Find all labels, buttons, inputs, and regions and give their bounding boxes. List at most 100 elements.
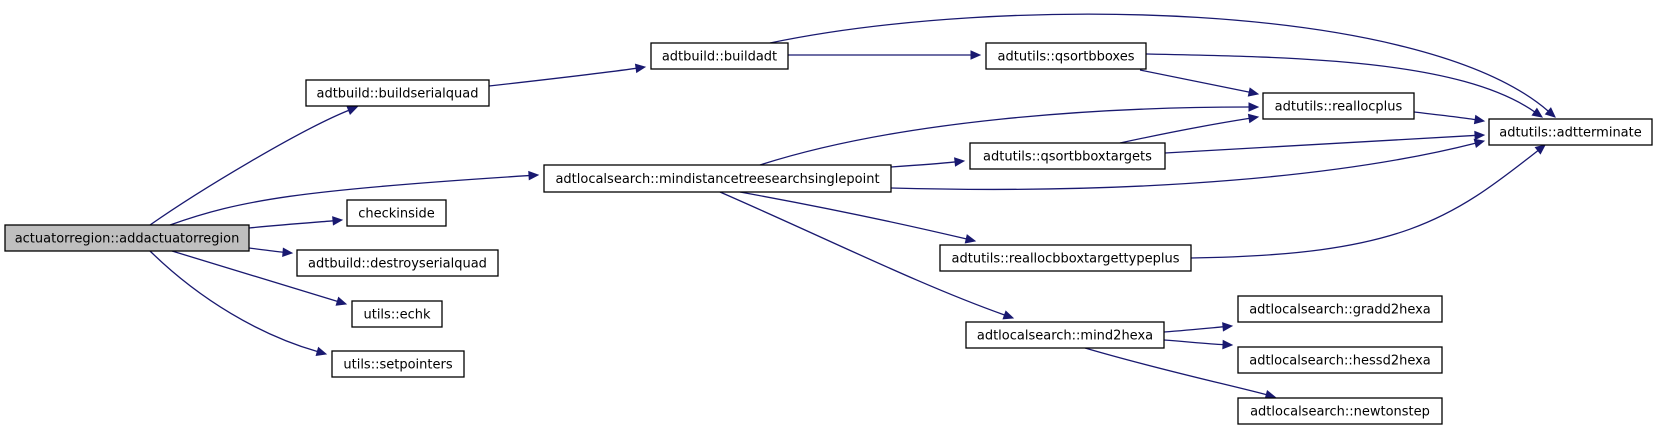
node-label: actuatorregion::addactuatorregion	[15, 232, 240, 247]
edge-line	[248, 220, 334, 229]
node-checkinside[interactable]: checkinside	[346, 199, 447, 227]
arrowhead-icon	[1222, 322, 1234, 332]
arrowhead-icon	[1531, 107, 1544, 118]
edge-line	[1163, 339, 1224, 346]
node-label: checkinside	[358, 207, 435, 222]
edge-line	[769, 13, 1549, 112]
node-destroyserialquad[interactable]: adtbuild::destroyserialquad	[296, 249, 499, 277]
node-gradd2hexa[interactable]: adtlocalsearch::gradd2hexa	[1237, 295, 1443, 323]
node-box[interactable]	[1488, 118, 1653, 146]
node-box[interactable]	[543, 164, 892, 193]
edge-reallocplus-to-adtterminate	[1413, 111, 1486, 125]
node-label: adtutils::reallocbboxtargettypeplus	[952, 252, 1180, 267]
node-newtonstep[interactable]: adtlocalsearch::newtonstep	[1237, 397, 1443, 425]
node-box[interactable]	[296, 249, 499, 277]
node-box[interactable]	[969, 142, 1166, 170]
edge-line	[169, 174, 530, 226]
edge-root-to-mindist	[169, 170, 540, 226]
arrowhead-icon	[634, 63, 647, 74]
edge-line	[1145, 53, 1535, 113]
arrowhead-icon	[1473, 138, 1486, 148]
node-box[interactable]	[331, 350, 465, 378]
node-label: adtutils::qsortbboxes	[998, 50, 1135, 65]
node-realloctarget[interactable]: adtutils::reallocbboxtargettypeplus	[939, 244, 1192, 272]
edge-line	[1084, 347, 1267, 396]
node-echk[interactable]: utils::echk	[351, 300, 443, 328]
node-root[interactable]: actuatorregion::addactuatorregion	[4, 224, 250, 252]
edge-buildserialquad-to-buildadt	[488, 63, 647, 87]
edge-line	[759, 106, 1250, 166]
node-box[interactable]	[1237, 295, 1443, 323]
nodes-layer: actuatorregion::addactuatorregionadtbuil…	[4, 42, 1653, 425]
node-buildserialquad[interactable]: adtbuild::buildserialquad	[305, 79, 490, 107]
node-mindist[interactable]: adtlocalsearch::mindistancetreesearchsin…	[543, 164, 892, 193]
edge-root-to-checkinside	[248, 216, 344, 229]
edge-line	[488, 67, 637, 87]
node-setpointers[interactable]: utils::setpointers	[331, 350, 465, 378]
edge-line	[149, 109, 349, 226]
node-box[interactable]	[1262, 92, 1415, 120]
edge-root-to-echk	[171, 250, 348, 306]
node-box[interactable]	[650, 42, 789, 70]
arrowhead-icon	[335, 296, 348, 306]
node-label: adtutils::qsortbboxtargets	[983, 150, 1152, 165]
arrowhead-icon	[1247, 113, 1260, 124]
node-qsortbboxes[interactable]: adtutils::qsortbboxes	[985, 42, 1147, 70]
arrowhead-icon	[970, 50, 982, 60]
node-qsortbboxtargets[interactable]: adtutils::qsortbboxtargets	[969, 142, 1166, 170]
node-label: adtbuild::buildserialquad	[316, 87, 478, 102]
arrowhead-icon	[954, 157, 966, 167]
edge-mindist-to-reallocplus	[759, 102, 1260, 166]
node-box[interactable]	[305, 79, 490, 107]
node-mind2hexa[interactable]: adtlocalsearch::mind2hexa	[965, 321, 1165, 349]
edge-qsortbboxtargets-to-reallocplus	[1119, 113, 1260, 144]
node-hessd2hexa[interactable]: adtlocalsearch::hessd2hexa	[1237, 346, 1443, 374]
arrowhead-icon	[1222, 339, 1234, 350]
node-label: adtlocalsearch::gradd2hexa	[1249, 303, 1431, 318]
node-box[interactable]	[1237, 346, 1443, 374]
edge-root-to-destroyserialquad	[248, 247, 294, 257]
edge-line	[1413, 111, 1476, 121]
edge-buildadt-to-qsortbboxes	[788, 50, 982, 60]
edge-line	[1119, 117, 1250, 144]
edge-line	[171, 250, 338, 303]
node-box[interactable]	[4, 224, 250, 252]
node-box[interactable]	[351, 300, 443, 328]
edges-layer	[149, 13, 1556, 400]
node-label: adtlocalsearch::hessd2hexa	[1249, 354, 1431, 369]
node-label: utils::setpointers	[343, 358, 452, 373]
node-reallocplus[interactable]: adtutils::reallocplus	[1262, 92, 1415, 120]
arrowhead-icon	[346, 106, 359, 115]
node-label: adtutils::reallocplus	[1275, 100, 1403, 115]
node-buildadt[interactable]: adtbuild::buildadt	[650, 42, 789, 70]
edge-line	[1163, 326, 1224, 333]
edge-root-to-buildserialquad	[149, 106, 359, 226]
arrowhead-icon	[332, 216, 344, 226]
arrowhead-icon	[1534, 144, 1546, 155]
node-box[interactable]	[985, 42, 1147, 70]
node-box[interactable]	[965, 321, 1165, 349]
edge-line	[1164, 134, 1476, 154]
node-label: adtlocalsearch::newtonstep	[1250, 405, 1430, 420]
arrowhead-icon	[1474, 130, 1486, 141]
arrowhead-icon	[315, 346, 328, 356]
arrowhead-icon	[1247, 87, 1260, 97]
node-box[interactable]	[939, 244, 1192, 272]
node-label: adtlocalsearch::mindistancetreesearchsin…	[555, 172, 879, 187]
edge-mind2hexa-to-hessd2hexa	[1163, 339, 1234, 350]
node-box[interactable]	[1237, 397, 1443, 425]
edge-line	[149, 250, 318, 353]
node-box[interactable]	[346, 199, 447, 227]
edge-qsortbboxes-to-adtterminate	[1145, 53, 1544, 118]
node-label: adtutils::adtterminate	[1499, 126, 1642, 141]
node-label: adtlocalsearch::mind2hexa	[977, 329, 1153, 344]
edge-mindist-to-adtterminate	[890, 138, 1486, 191]
arrowhead-icon	[282, 247, 294, 257]
edge-mindist-to-qsortbboxtargets	[890, 157, 966, 168]
node-label: adtbuild::destroyserialquad	[308, 257, 487, 272]
edge-buildadt-to-adtterminate	[769, 13, 1556, 118]
arrowhead-icon	[1473, 114, 1486, 125]
edge-mind2hexa-to-gradd2hexa	[1163, 322, 1234, 333]
node-adtterminate[interactable]: adtutils::adtterminate	[1488, 118, 1653, 146]
